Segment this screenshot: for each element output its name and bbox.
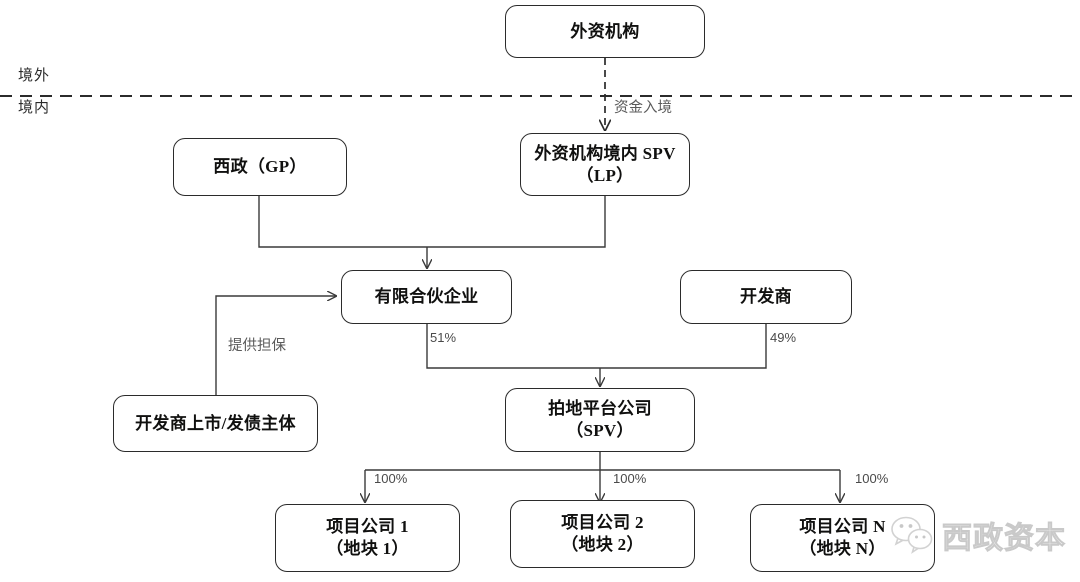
node-project-company-2[interactable]: 项目公司 2 （地块 2）: [510, 500, 695, 568]
edge-label-developer-share: 49%: [770, 330, 797, 345]
edge-label-project1-share: 100%: [374, 471, 408, 486]
node-label-line1: 外资机构: [570, 21, 640, 41]
zone-label-overseas: 境外: [18, 68, 51, 84]
node-label-line2: （地块 1）: [326, 539, 409, 558]
node-label-line1: 有限合伙企业: [374, 287, 479, 307]
node-limited-partnership[interactable]: 有限合伙企业: [341, 270, 512, 324]
node-label-line1: 西政（GP）: [213, 157, 307, 177]
zone-label-domestic: 境内: [18, 100, 51, 116]
edge-label-provide-guarantee: 提供担保: [228, 338, 286, 354]
node-foreign-institution[interactable]: 外资机构: [505, 5, 705, 58]
node-label-line1: 项目公司 N: [799, 517, 886, 537]
node-project-company-n[interactable]: 项目公司 N （地块 N）: [750, 504, 935, 572]
node-land-bidding-platform[interactable]: 拍地平台公司 （SPV）: [505, 388, 695, 452]
node-label-line1: 外资机构境内 SPV: [534, 143, 676, 163]
edge-shares-merge: [426, 324, 767, 369]
node-label-line2: （SPV）: [566, 421, 634, 440]
node-project-company-1[interactable]: 项目公司 1 （地块 1）: [275, 504, 460, 572]
node-label-line2: （地块 2）: [561, 535, 644, 554]
node-label-line1: 项目公司 2: [561, 513, 644, 533]
node-label-line1: 项目公司 1: [326, 517, 409, 537]
node-label-line2: （LP）: [576, 165, 634, 185]
edge-label-lp-share: 51%: [430, 330, 457, 345]
node-label-line1: 拍地平台公司: [548, 399, 652, 419]
node-label-line1: 开发商: [740, 287, 792, 307]
edge-platform-distributor: [365, 452, 840, 471]
node-foreign-domestic-spv[interactable]: 外资机构境内 SPV （LP）: [520, 133, 690, 196]
node-developer-listed-bond-entity[interactable]: 开发商上市/发债主体: [113, 395, 318, 452]
watermark-text: 西政资本: [942, 522, 1066, 556]
node-developer[interactable]: 开发商: [680, 270, 852, 324]
edge-label-project2-share: 100%: [613, 471, 647, 486]
node-label-line1: 开发商上市/发债主体: [135, 413, 296, 433]
node-xizheng-gp[interactable]: 西政（GP）: [173, 138, 347, 196]
node-label-line2: （地块 N）: [799, 539, 886, 558]
edge-label-projectn-share: 100%: [855, 471, 889, 486]
edge-label-funds-inbound: 资金入境: [614, 100, 672, 116]
edge-gp-to-lp-merge: [258, 196, 606, 248]
